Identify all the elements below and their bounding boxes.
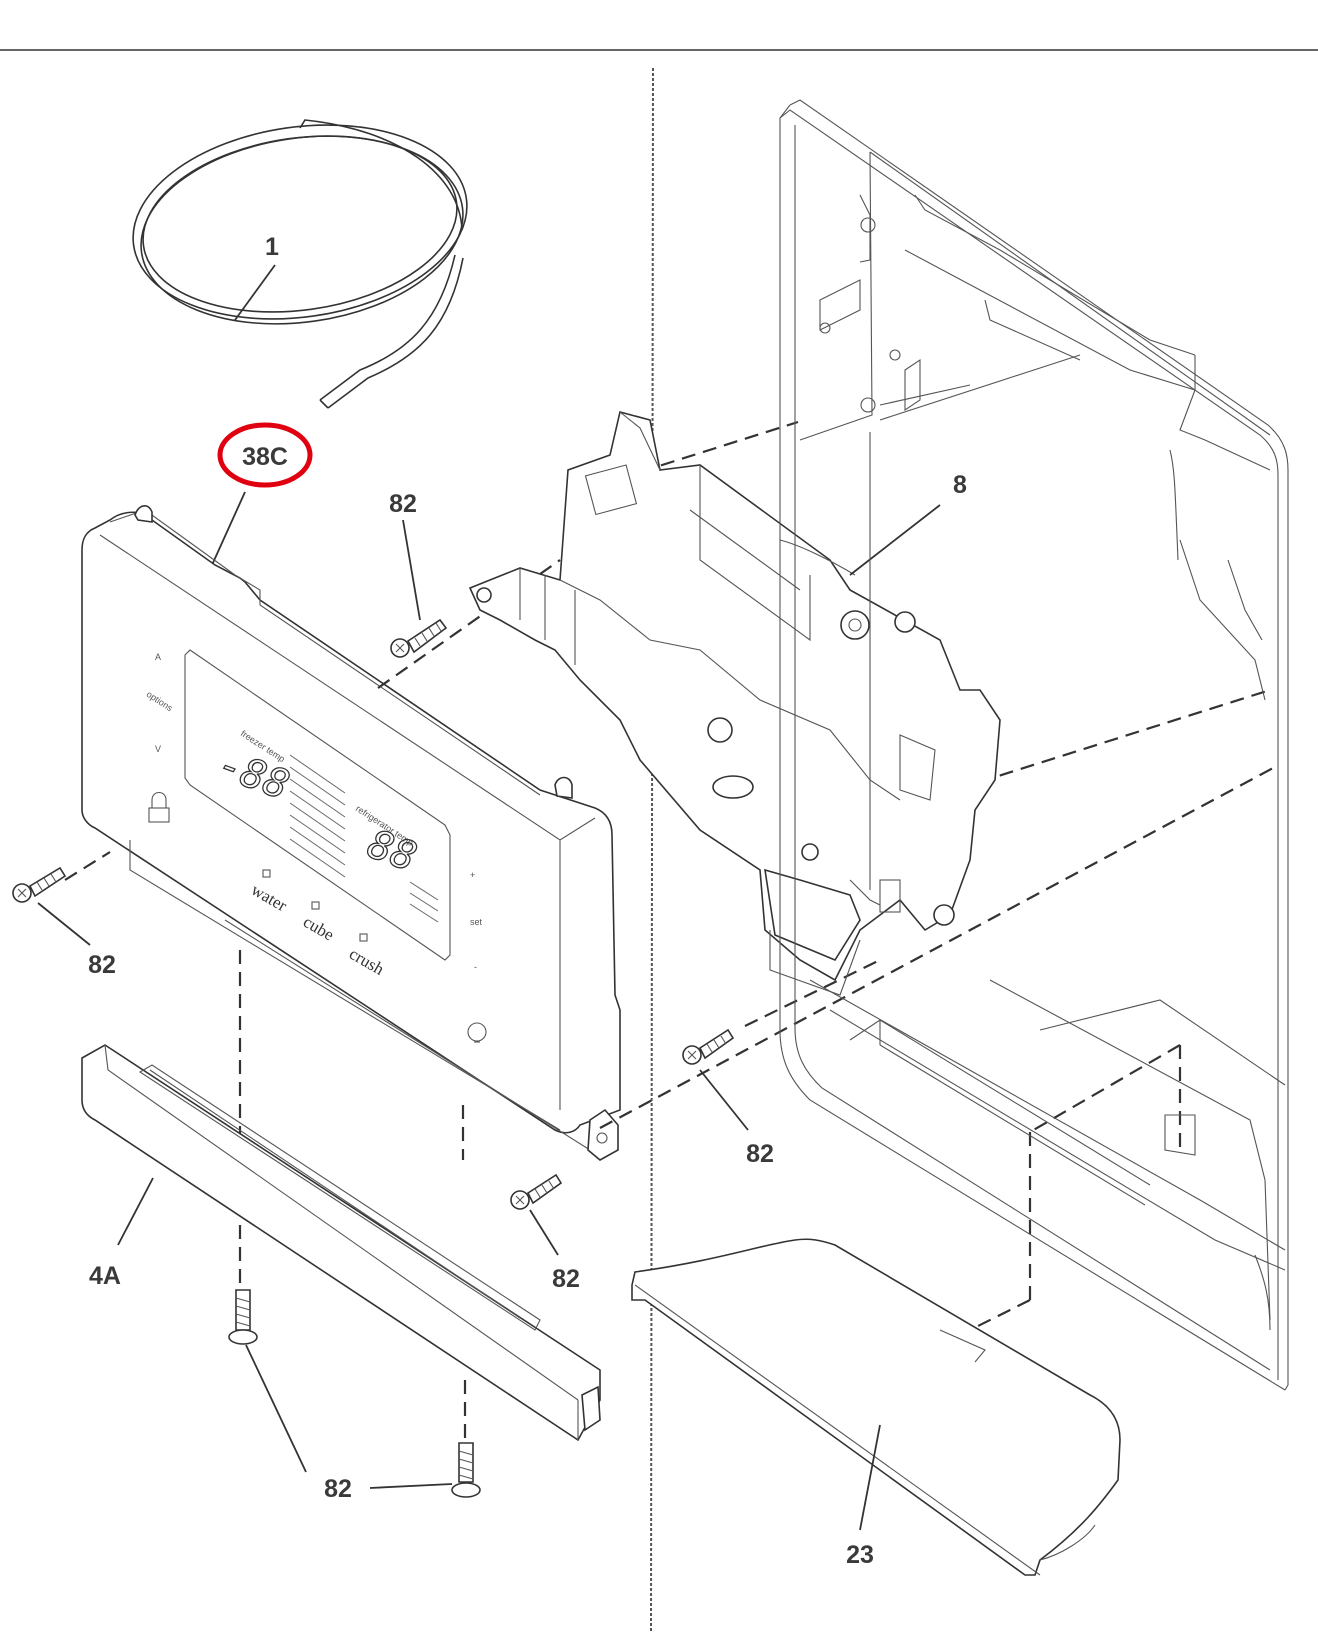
label-drip-tray: 23 bbox=[846, 1541, 874, 1569]
panel-set: set bbox=[470, 917, 483, 927]
leader-trim bbox=[117, 1177, 154, 1246]
trim-strip bbox=[81, 1044, 601, 1442]
leader-tubing bbox=[234, 264, 276, 321]
label-screw-right: 82 bbox=[746, 1140, 774, 1168]
section-divider bbox=[650, 67, 654, 1632]
leader-screw-bottom-b bbox=[369, 1483, 453, 1489]
screw-top bbox=[390, 618, 448, 658]
panel-minus: - bbox=[474, 962, 477, 972]
label-trim: 4A bbox=[89, 1262, 121, 1290]
crush-indicator bbox=[359, 933, 368, 942]
label-control-panel: 38C bbox=[242, 443, 288, 471]
leader-screw-left bbox=[37, 902, 91, 946]
lock-icon bbox=[148, 791, 170, 823]
light-bulb-icon bbox=[467, 1022, 487, 1043]
cube-indicator bbox=[311, 901, 320, 910]
dispenser-housing bbox=[468, 411, 1001, 996]
panel-plus: + bbox=[470, 870, 475, 880]
water-indicator bbox=[262, 869, 271, 878]
label-screw-bottom: 82 bbox=[324, 1475, 352, 1503]
highlight-circle bbox=[217, 422, 313, 488]
leader-control-panel bbox=[211, 491, 246, 566]
water-tubing-coil bbox=[132, 119, 468, 409]
label-tubing: 1 bbox=[265, 233, 279, 261]
screw-bottom-left bbox=[228, 1289, 258, 1345]
screw-bottom-center bbox=[510, 1173, 563, 1210]
panel-status-lines bbox=[289, 754, 439, 923]
label-dispenser-housing: 8 bbox=[953, 471, 967, 499]
leader-screw-right bbox=[699, 1069, 749, 1131]
leader-screw-bottom-center bbox=[529, 1209, 559, 1256]
drip-tray bbox=[631, 1238, 1121, 1576]
panel-down-arrow: V bbox=[155, 744, 161, 754]
screw-bottom-right bbox=[451, 1442, 481, 1498]
leader-screw-top bbox=[402, 519, 421, 621]
screw-left bbox=[12, 866, 67, 903]
label-screw-bottom-center: 82 bbox=[552, 1265, 580, 1293]
leader-drip-tray bbox=[859, 1424, 881, 1531]
panel-up-arrow: A bbox=[155, 652, 161, 662]
leader-screw-bottom-a bbox=[245, 1344, 307, 1473]
door-cavity bbox=[779, 99, 1289, 1391]
label-screw-left: 82 bbox=[88, 951, 116, 979]
screw-right bbox=[682, 1028, 735, 1065]
label-screw-top: 82 bbox=[389, 490, 417, 518]
leader-dispenser-housing bbox=[849, 504, 941, 576]
